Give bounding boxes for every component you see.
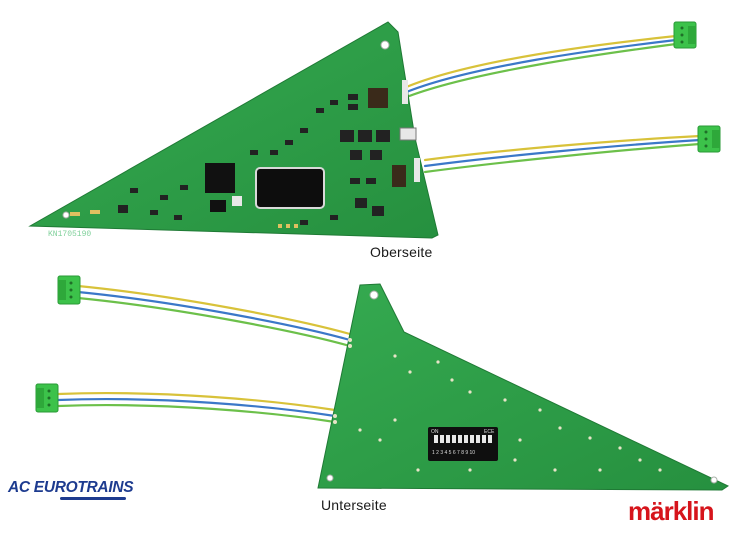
top-driver-chip	[255, 167, 325, 209]
bottom-solder-pads	[333, 338, 662, 472]
top-wires-upper	[402, 34, 678, 100]
caption-top-side: Oberseite	[370, 244, 433, 260]
marklin-logo: märklin	[628, 496, 714, 526]
board-id-text: KN1705190	[48, 230, 91, 239]
ac-eurotrains-logo-text: AC EUROTRAINS	[8, 479, 134, 496]
dip-ece-label: ECE	[484, 429, 495, 435]
top-components	[118, 80, 420, 225]
bottom-connector-lower	[35, 383, 59, 413]
top-connector-lower	[697, 125, 721, 153]
top-microcontroller	[205, 163, 235, 193]
bottom-board: ON ECE 1 2 3 4 5 6 7 8 9 10	[35, 275, 730, 491]
dip-on-label: ON	[431, 429, 439, 435]
dip-switch: ON ECE 1 2 3 4 5 6 7 8 9 10	[428, 427, 498, 461]
bottom-connector-upper	[57, 275, 81, 305]
logo-swoosh	[60, 497, 126, 500]
ac-eurotrains-logo: AC EUROTRAINS	[8, 479, 134, 500]
bottom-wires-upper	[76, 284, 352, 348]
caption-bottom-side: Unterseite	[321, 497, 387, 513]
bottom-pcb	[317, 283, 730, 491]
top-wires-lower	[423, 134, 702, 174]
bottom-wires-lower	[56, 392, 337, 424]
top-board: KN1705190	[28, 21, 721, 239]
top-connector-upper	[673, 21, 697, 49]
dip-numbers: 1 2 3 4 5 6 7 8 9 10	[432, 450, 475, 456]
